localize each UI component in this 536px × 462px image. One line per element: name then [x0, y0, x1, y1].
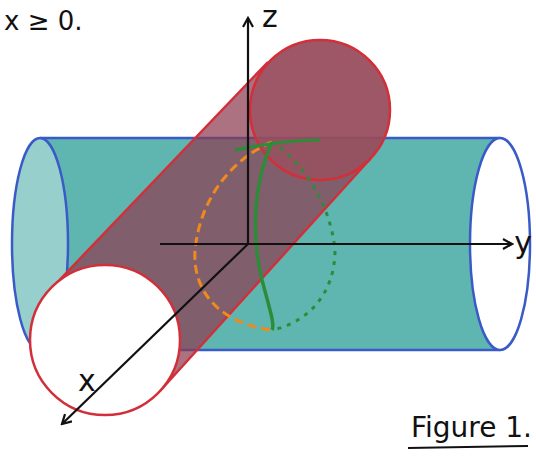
- axis-label: x: [78, 366, 96, 396]
- red-cylinder-end: [250, 40, 390, 180]
- x-axis: [62, 244, 248, 424]
- z-axis: [247, 18, 249, 244]
- caption-underline: [408, 446, 528, 448]
- red-cylinder-end: [30, 265, 180, 415]
- intersection-curve-hidden: [272, 142, 335, 330]
- figure-caption: Figure 1.: [411, 414, 532, 442]
- axis-label: z: [262, 2, 278, 32]
- y-axis: [160, 243, 512, 245]
- red-cylinder-edge: [160, 158, 371, 391]
- intersection-curve: [195, 142, 272, 330]
- intersection-curve: [255, 142, 272, 330]
- axis-label: y: [514, 228, 532, 258]
- condition-note: x ≥ 0.: [4, 8, 83, 34]
